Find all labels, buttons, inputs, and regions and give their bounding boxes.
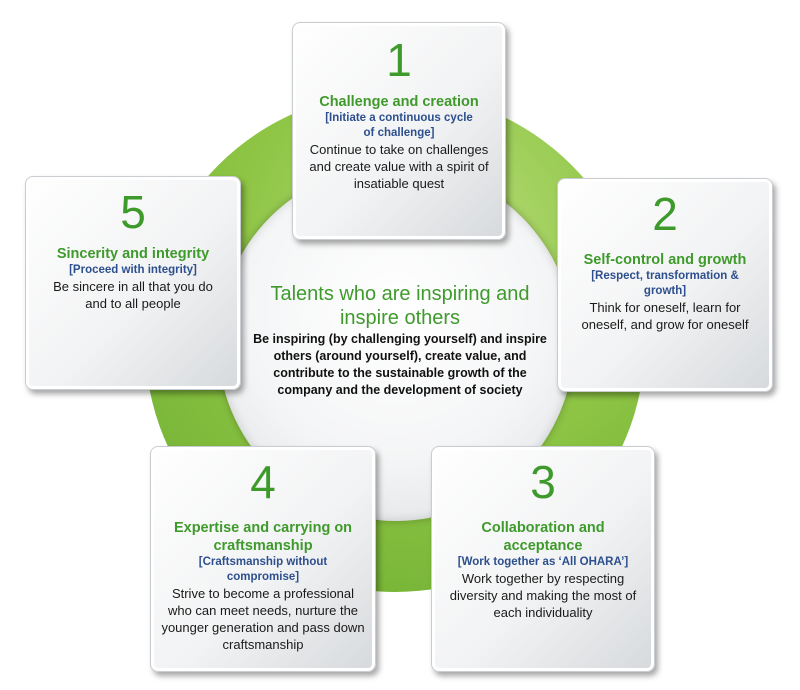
card-body: Think for oneself, learn for oneself, an… (581, 300, 749, 332)
card-title: Collaboration and acceptance (481, 520, 605, 554)
card-number: 3 (530, 456, 556, 508)
card-body: Strive to become a professional who can … (161, 586, 365, 652)
center-title: Talents who are inspiring and inspire ot… (270, 283, 530, 329)
card-title: Challenge and creation (319, 94, 479, 110)
card-body: Be sincere in all that you do and to all… (53, 279, 213, 311)
card-number: 4 (250, 456, 276, 508)
value-card-1: 1 Challenge and creation [Initiate a con… (292, 22, 506, 240)
card-subtitle: [Respect, transformation & growth] (591, 270, 739, 297)
value-card-3: 3 Collaboration and acceptance [Work tog… (431, 446, 655, 672)
card-body: Work together by respecting diversity an… (449, 571, 637, 620)
card-title: Sincerity and integrity (56, 246, 210, 262)
value-card-4: 4 Expertise and carrying on craftsmanshi… (150, 446, 376, 672)
card-number: 1 (386, 34, 412, 86)
card-title: Expertise and carrying on craftsmanship (173, 520, 353, 554)
center-body: Be inspiring (by challenging yourself) a… (253, 332, 547, 397)
card-body: Continue to take on challenges and creat… (309, 142, 489, 191)
value-card-2: 2 Self-control and growth [Respect, tran… (557, 178, 773, 392)
card-title: Self-control and growth (583, 252, 747, 268)
card-subtitle: [Craftsmanship without compromise] (198, 556, 328, 583)
card-number: 5 (120, 186, 146, 238)
value-card-5: 5 Sincerity and integrity [Proceed with … (25, 176, 241, 390)
card-subtitle: [Work together as ‘All OHARA’] (457, 556, 629, 568)
card-number: 2 (652, 188, 678, 240)
card-subtitle: [Initiate a continuous cycle of challeng… (325, 112, 473, 139)
card-subtitle: [Proceed with integrity] (69, 264, 197, 276)
